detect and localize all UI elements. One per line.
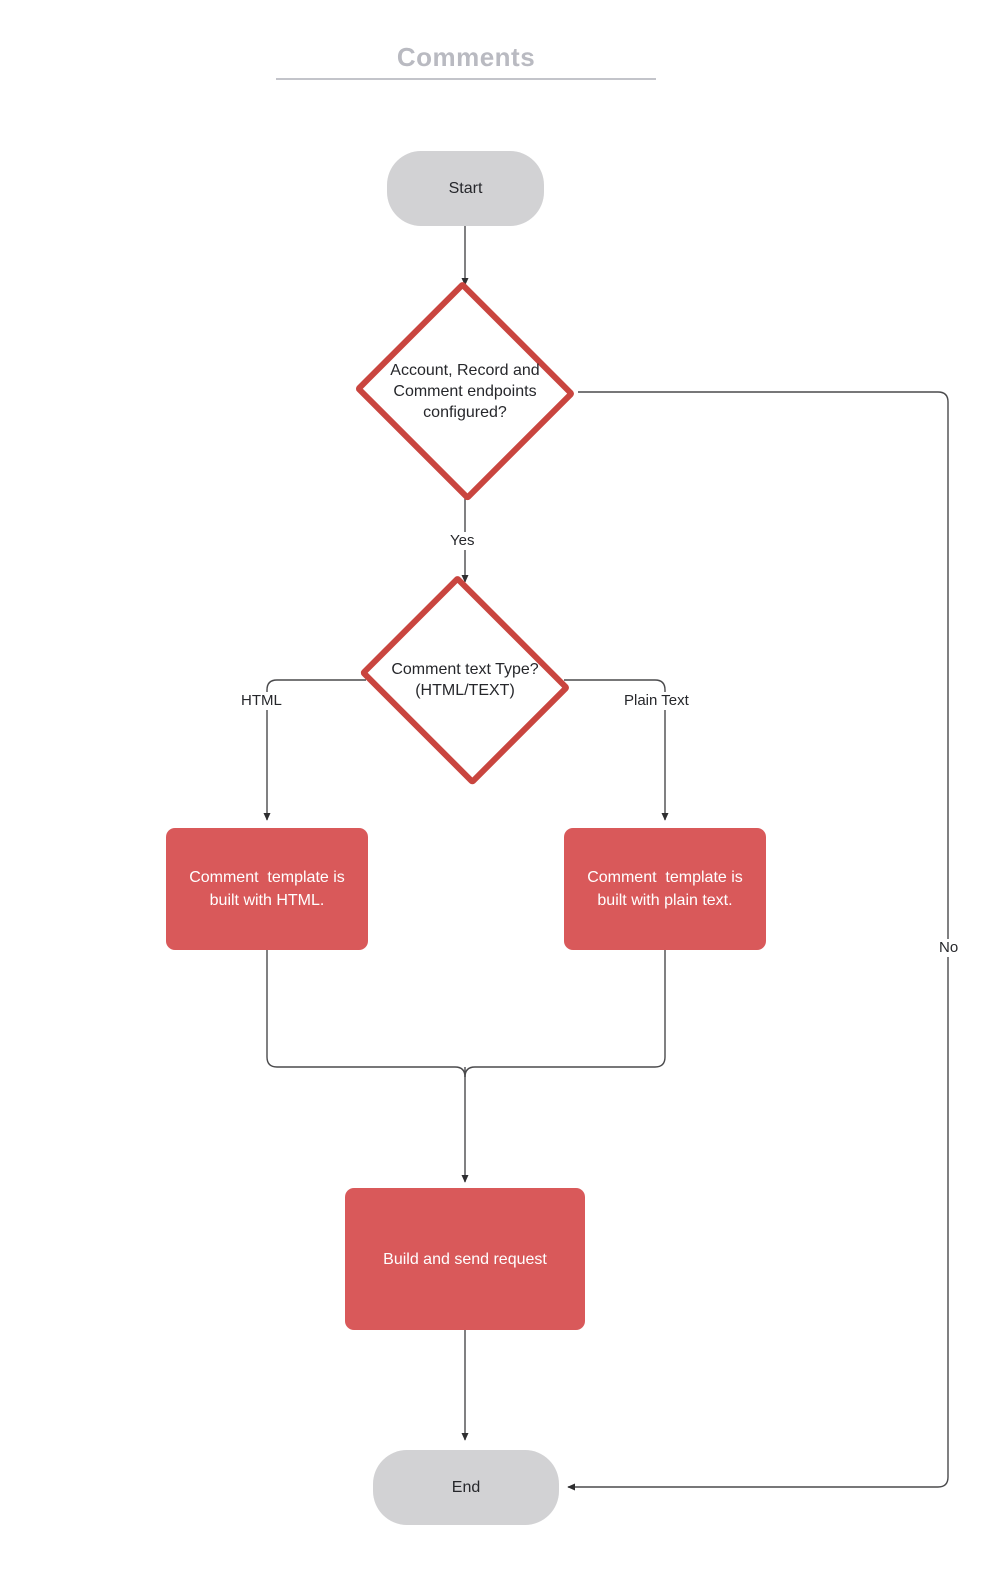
process-plain-line-1: Comment template is bbox=[587, 869, 743, 886]
decision-text-type-line-2: (HTML/TEXT) bbox=[415, 682, 515, 699]
decision-endpoints-line-2: Comment endpoints bbox=[393, 382, 537, 400]
edge-html-to-process-html bbox=[263, 679, 366, 821]
decision-text-type-line-1: Comment text Type? bbox=[391, 661, 539, 678]
edge-plain-text-to-process-plain bbox=[564, 679, 669, 821]
edge-label-html: HTML bbox=[238, 692, 285, 710]
node-process-comment-template-plain-text[interactable]: Comment template is built with plain tex… bbox=[564, 828, 766, 950]
edge-process-html-to-merge bbox=[266, 950, 466, 1078]
edge-label-no: No bbox=[936, 939, 962, 957]
page-title-block: Comments bbox=[276, 40, 656, 80]
process-plain-line-2: built with plain text. bbox=[597, 892, 733, 909]
node-decision-endpoints-configured[interactable]: Account, Record and Comment endpoints co… bbox=[352, 280, 578, 502]
node-start-label: Start bbox=[448, 179, 483, 197]
decision-endpoints-line-3: configured? bbox=[423, 403, 507, 421]
node-end[interactable]: End bbox=[373, 1450, 559, 1525]
edge-process-plain-to-merge bbox=[464, 950, 666, 1078]
node-process-comment-template-html[interactable]: Comment template is built with HTML. bbox=[166, 828, 368, 950]
node-decision-endpoints-label: Account, Record and Comment endpoints co… bbox=[390, 360, 539, 423]
node-end-label: End bbox=[451, 1478, 481, 1496]
page-title: Comments bbox=[396, 42, 536, 72]
decision-endpoints-line-1: Account, Record and bbox=[390, 361, 540, 379]
node-process-build-and-send-request[interactable]: Build and send request bbox=[345, 1188, 585, 1330]
edge-label-yes: Yes bbox=[447, 532, 478, 550]
title-divider bbox=[276, 78, 656, 80]
process-html-line-2: built with HTML. bbox=[209, 892, 325, 909]
node-decision-comment-text-type[interactable]: Comment text Type? (HTML/TEXT) bbox=[352, 574, 578, 786]
process-build-send-label: Build and send request bbox=[383, 1250, 547, 1268]
node-decision-text-type-label: Comment text Type? (HTML/TEXT) bbox=[391, 659, 538, 701]
process-plain-label: Comment template is built with plain tex… bbox=[587, 866, 743, 912]
process-html-line-1: Comment template is bbox=[189, 869, 345, 886]
process-html-label: Comment template is built with HTML. bbox=[189, 866, 345, 912]
node-start[interactable]: Start bbox=[387, 151, 544, 226]
edge-label-plain-text: Plain Text bbox=[621, 692, 692, 710]
